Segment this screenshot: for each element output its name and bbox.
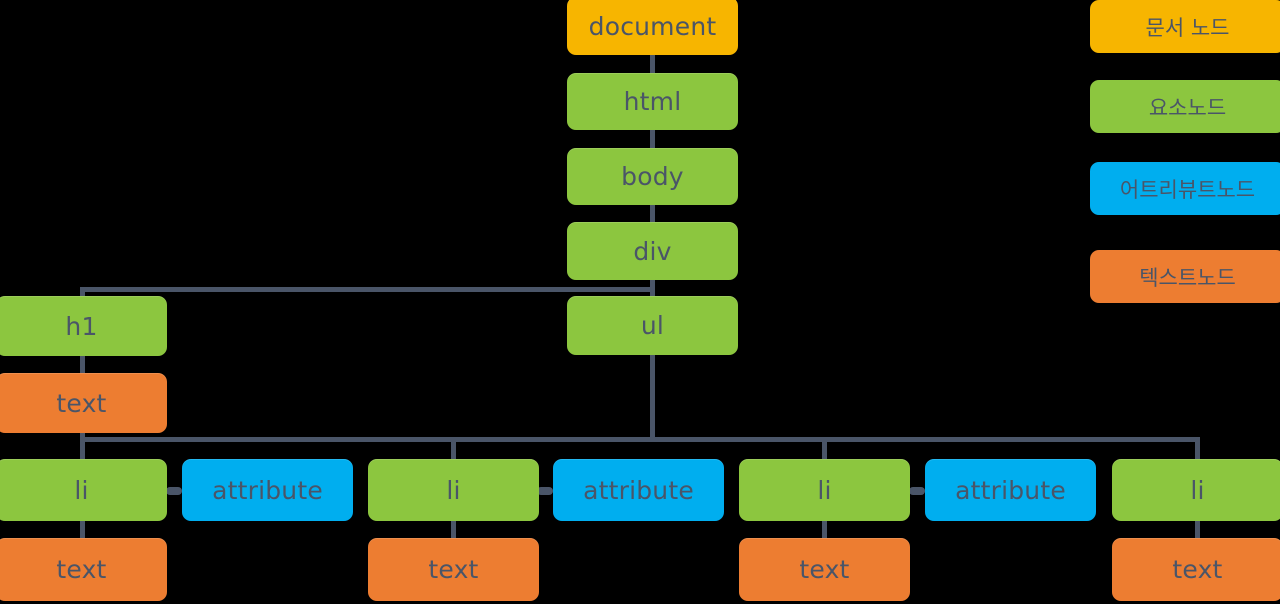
connector-div-bus	[650, 276, 655, 296]
node-html[interactable]: html	[567, 73, 738, 130]
connector-bus-li1	[80, 437, 85, 460]
connector-html-body	[650, 126, 655, 151]
connector-li3-text	[822, 520, 827, 540]
connector-bus-li3	[822, 437, 827, 460]
node-li-2[interactable]: li	[368, 459, 539, 521]
connector-li2-attribute	[537, 487, 553, 495]
node-ul[interactable]: ul	[567, 296, 738, 355]
legend-item-document-node: 문서 노드	[1090, 0, 1280, 53]
connector-li3-attribute	[909, 487, 925, 495]
node-div[interactable]: div	[567, 222, 738, 280]
connector-body-div	[650, 201, 655, 225]
legend-item-text-node: 텍스트노드	[1090, 250, 1280, 303]
node-h1-text[interactable]: text	[0, 373, 167, 433]
node-attribute-1[interactable]: attribute	[182, 459, 353, 521]
connector-bus-h1	[80, 287, 85, 299]
node-body[interactable]: body	[567, 148, 738, 205]
node-document[interactable]: document	[567, 0, 738, 55]
node-attribute-2[interactable]: attribute	[553, 459, 724, 521]
connector-li1-text	[80, 520, 85, 540]
connector-li1-attribute	[166, 487, 182, 495]
connector-li2-text	[451, 520, 456, 540]
connector-bus-li2	[451, 437, 456, 460]
node-li-3-text[interactable]: text	[739, 538, 910, 601]
legend-item-attribute-node: 어트리뷰트노드	[1090, 162, 1280, 215]
connector-bus-li-children	[80, 437, 1200, 442]
node-li-2-text[interactable]: text	[368, 538, 539, 601]
node-h1[interactable]: h1	[0, 296, 167, 356]
node-attribute-3[interactable]: attribute	[925, 459, 1096, 521]
connector-bus-div-children	[80, 287, 655, 292]
node-li-3[interactable]: li	[739, 459, 910, 521]
node-li-4-text[interactable]: text	[1112, 538, 1280, 601]
node-li-1-text[interactable]: text	[0, 538, 167, 601]
node-li-4[interactable]: li	[1112, 459, 1280, 521]
connector-li4-text	[1195, 520, 1200, 540]
connector-bus-li4	[1195, 437, 1200, 460]
node-li-1[interactable]: li	[0, 459, 167, 521]
connector-h1text-bus	[80, 432, 85, 440]
legend-item-element-node: 요소노드	[1090, 80, 1280, 133]
connector-h1-text	[80, 355, 85, 375]
connector-document-html	[650, 50, 655, 76]
connector-ul-bus	[650, 353, 655, 439]
